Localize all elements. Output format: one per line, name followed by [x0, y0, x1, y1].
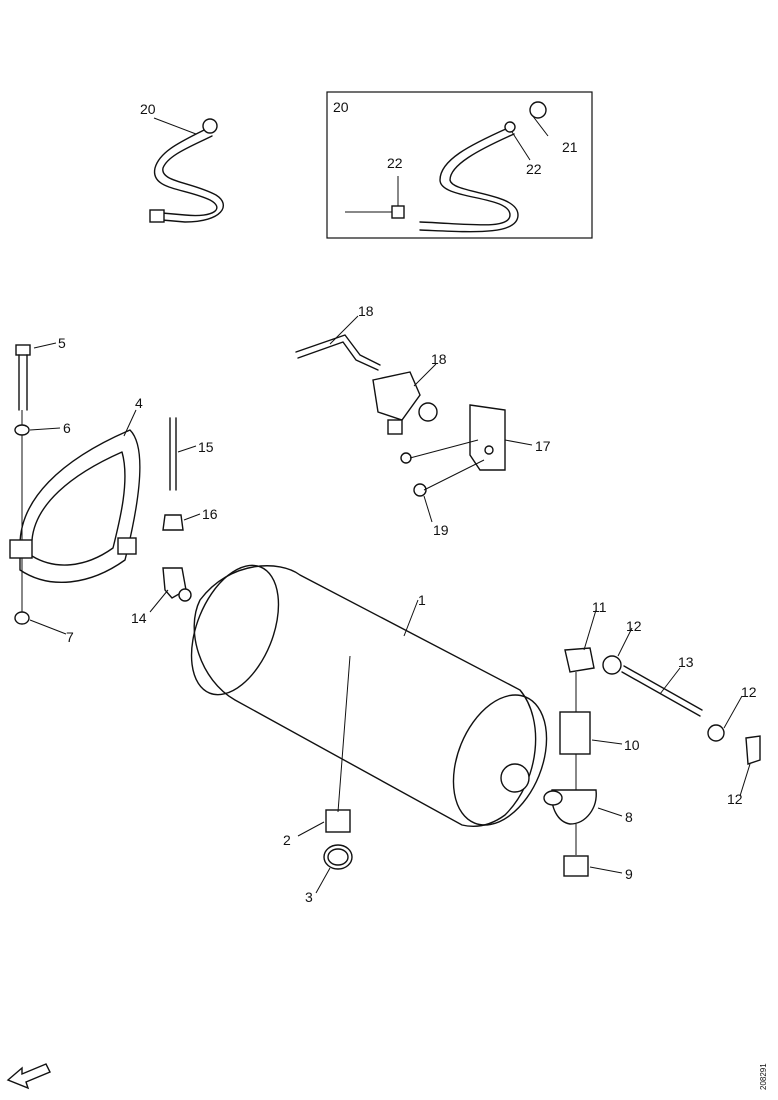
callout-4: 4 — [135, 395, 143, 411]
callout-6: 6 — [63, 420, 71, 436]
inset-detail — [326, 91, 593, 239]
callout-22-right: 22 — [526, 161, 542, 177]
hose-assembly — [149, 118, 224, 223]
callout-16: 16 — [202, 506, 218, 522]
callout-17: 17 — [535, 438, 551, 454]
inset-label: 20 — [333, 99, 349, 115]
callout-14: 14 — [131, 610, 147, 626]
drain-valve — [323, 809, 353, 870]
callout-10: 10 — [624, 737, 640, 753]
inset-frame — [326, 91, 593, 239]
callout-21: 21 — [562, 139, 578, 155]
callout-13: 13 — [678, 654, 694, 670]
callout-18-valve: 18 — [431, 351, 447, 367]
callout-9: 9 — [625, 866, 633, 882]
callout-11: 11 — [592, 599, 607, 615]
callout-12-top: 12 — [626, 618, 642, 634]
callout-15: 15 — [198, 439, 214, 455]
air-reservoir-tank — [190, 564, 548, 827]
callouts: 20 20 21 22 22 5 6 4 7 15 16 14 18 18 17… — [58, 99, 757, 905]
callout-7: 7 — [66, 629, 74, 645]
callout-20-hose: 20 — [140, 101, 156, 117]
callout-12-bottom: 12 — [727, 791, 743, 807]
pressure-fittings — [543, 647, 761, 877]
callout-8: 8 — [625, 809, 633, 825]
callout-2: 2 — [283, 832, 291, 848]
leader-lines — [29, 114, 751, 894]
callout-1: 1 — [418, 592, 426, 608]
document-reference: 208291 — [759, 1063, 768, 1090]
callout-18-pipe: 18 — [358, 303, 374, 319]
callout-12-mid: 12 — [741, 684, 757, 700]
callout-22-left: 22 — [387, 155, 403, 171]
bolt-washer-nut — [14, 344, 31, 625]
callout-19: 19 — [433, 522, 449, 538]
drain-pipe — [162, 417, 192, 602]
callout-3: 3 — [305, 889, 313, 905]
valve-assembly — [295, 334, 506, 497]
callout-5: 5 — [58, 335, 66, 351]
front-direction-arrow-icon — [6, 1063, 51, 1090]
tank-strap — [9, 429, 141, 583]
